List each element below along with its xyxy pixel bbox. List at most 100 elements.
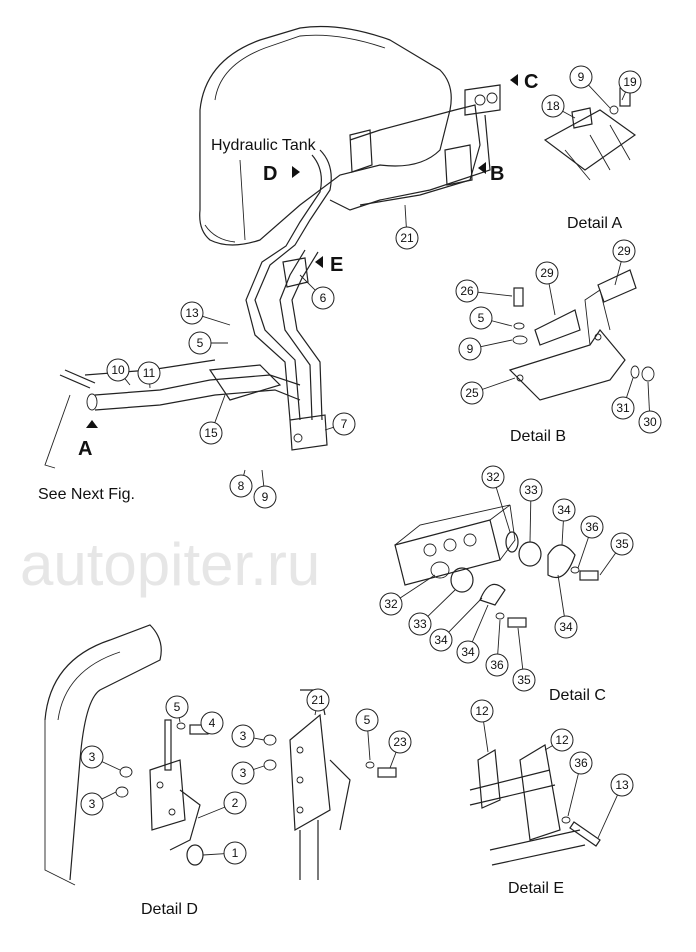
callout-32: 32 [379, 574, 436, 616]
callout-number: 34 [557, 503, 571, 517]
callout-number: 25 [465, 386, 479, 400]
leader-line [577, 537, 589, 569]
leader-line [557, 574, 565, 617]
detail-d-label: Detail D [141, 901, 198, 918]
leader-line [544, 745, 553, 751]
leader-line [517, 627, 524, 670]
callout-number: 12 [475, 704, 489, 718]
callout-circle [80, 745, 104, 769]
callout-number: 31 [616, 401, 630, 415]
callout-13: 13 [180, 301, 231, 326]
callout-number: 32 [384, 597, 398, 611]
callout-12: 12 [470, 699, 494, 753]
callout-number: 15 [204, 426, 218, 440]
callout-number: 34 [559, 620, 573, 634]
callout-35: 35 [512, 627, 536, 692]
leader-line [562, 110, 576, 119]
arrow-d-label: D [263, 163, 277, 185]
callout-circle [541, 94, 565, 118]
leader-line [483, 721, 489, 753]
callout-circle [332, 412, 356, 436]
callout-circle [355, 708, 379, 732]
callout-21: 21 [306, 688, 330, 716]
callout-23: 23 [388, 730, 412, 769]
leader-line [491, 320, 513, 327]
leader-line [404, 204, 407, 228]
callout-34: 34 [552, 498, 576, 546]
leader-line [101, 791, 117, 800]
callout-number: 8 [238, 479, 245, 493]
callout-number: 13 [185, 306, 199, 320]
callout-circle [429, 628, 453, 652]
arrow-c-label: C [524, 71, 538, 93]
callout-circle [460, 381, 484, 405]
callout-circle [612, 239, 636, 263]
leader-line [448, 597, 483, 633]
callout-11: 11 [137, 361, 161, 389]
callout-number: 33 [413, 617, 427, 631]
pipe-assembly-upper [329, 84, 501, 211]
callout-circle [253, 485, 277, 509]
callout-3: 3 [80, 791, 117, 816]
callout-number: 36 [574, 756, 588, 770]
callout-number: 5 [478, 311, 485, 325]
callout-circle [512, 668, 536, 692]
leader-line [647, 381, 650, 412]
callout-number: 18 [546, 99, 560, 113]
callout-circle [180, 301, 204, 325]
callout-33: 33 [408, 589, 456, 636]
callout-circle [311, 286, 335, 310]
callout-34: 34 [429, 597, 483, 652]
callout-number: 21 [311, 693, 325, 707]
callout-number: 2 [232, 796, 239, 810]
leader-line [529, 500, 532, 543]
callout-36: 36 [567, 751, 593, 817]
callout-number: 11 [143, 366, 156, 380]
callout-number: 33 [524, 483, 538, 497]
leader-line [101, 761, 121, 771]
detail-e-label: Detail E [508, 880, 564, 897]
callout-circle [535, 261, 559, 285]
leader-line [178, 717, 181, 723]
callout-34: 34 [554, 574, 578, 639]
callout-9: 9 [569, 65, 611, 109]
callout-number: 1 [232, 846, 239, 860]
callout-number: 36 [585, 520, 599, 534]
leader-line [588, 84, 611, 109]
callout-25: 25 [460, 377, 516, 405]
arrow-b-label: B [490, 163, 504, 185]
callout-1: 1 [202, 841, 247, 865]
callout-number: 3 [89, 797, 96, 811]
callout-circle [580, 515, 604, 539]
callout-number: 9 [578, 70, 585, 84]
callout-circle [610, 532, 634, 556]
callout-19: 19 [618, 70, 642, 101]
callout-circle [379, 592, 403, 616]
labels: Hydraulic Tank D C B E A See Next Fig. D… [38, 71, 622, 918]
callout-circle [481, 465, 505, 489]
callout-circle [229, 474, 253, 498]
leader-line [214, 394, 226, 423]
callout-5: 5 [469, 306, 513, 330]
callout-circle [188, 331, 212, 355]
callout-31: 31 [611, 377, 635, 420]
detail-e-drawing [469, 744, 601, 866]
callout-number: 30 [643, 415, 657, 429]
detail-b-drawing [508, 269, 655, 401]
callout-5: 5 [165, 695, 189, 723]
leader-line [253, 765, 265, 770]
leader-line [626, 377, 634, 398]
leader-line [367, 730, 371, 761]
callout-number: 7 [341, 417, 348, 431]
leader-line [621, 91, 626, 101]
callout-4: 4 [200, 711, 224, 735]
callout-circle [554, 615, 578, 639]
leader-line [243, 469, 246, 476]
detail-c-drawing [394, 504, 599, 628]
hydraulic-tank-drawing [199, 25, 452, 246]
callout-circle [165, 695, 189, 719]
callout-number: 12 [555, 733, 569, 747]
callout-3: 3 [231, 761, 265, 785]
callout-circle [455, 279, 479, 303]
callout-circle [388, 730, 412, 754]
